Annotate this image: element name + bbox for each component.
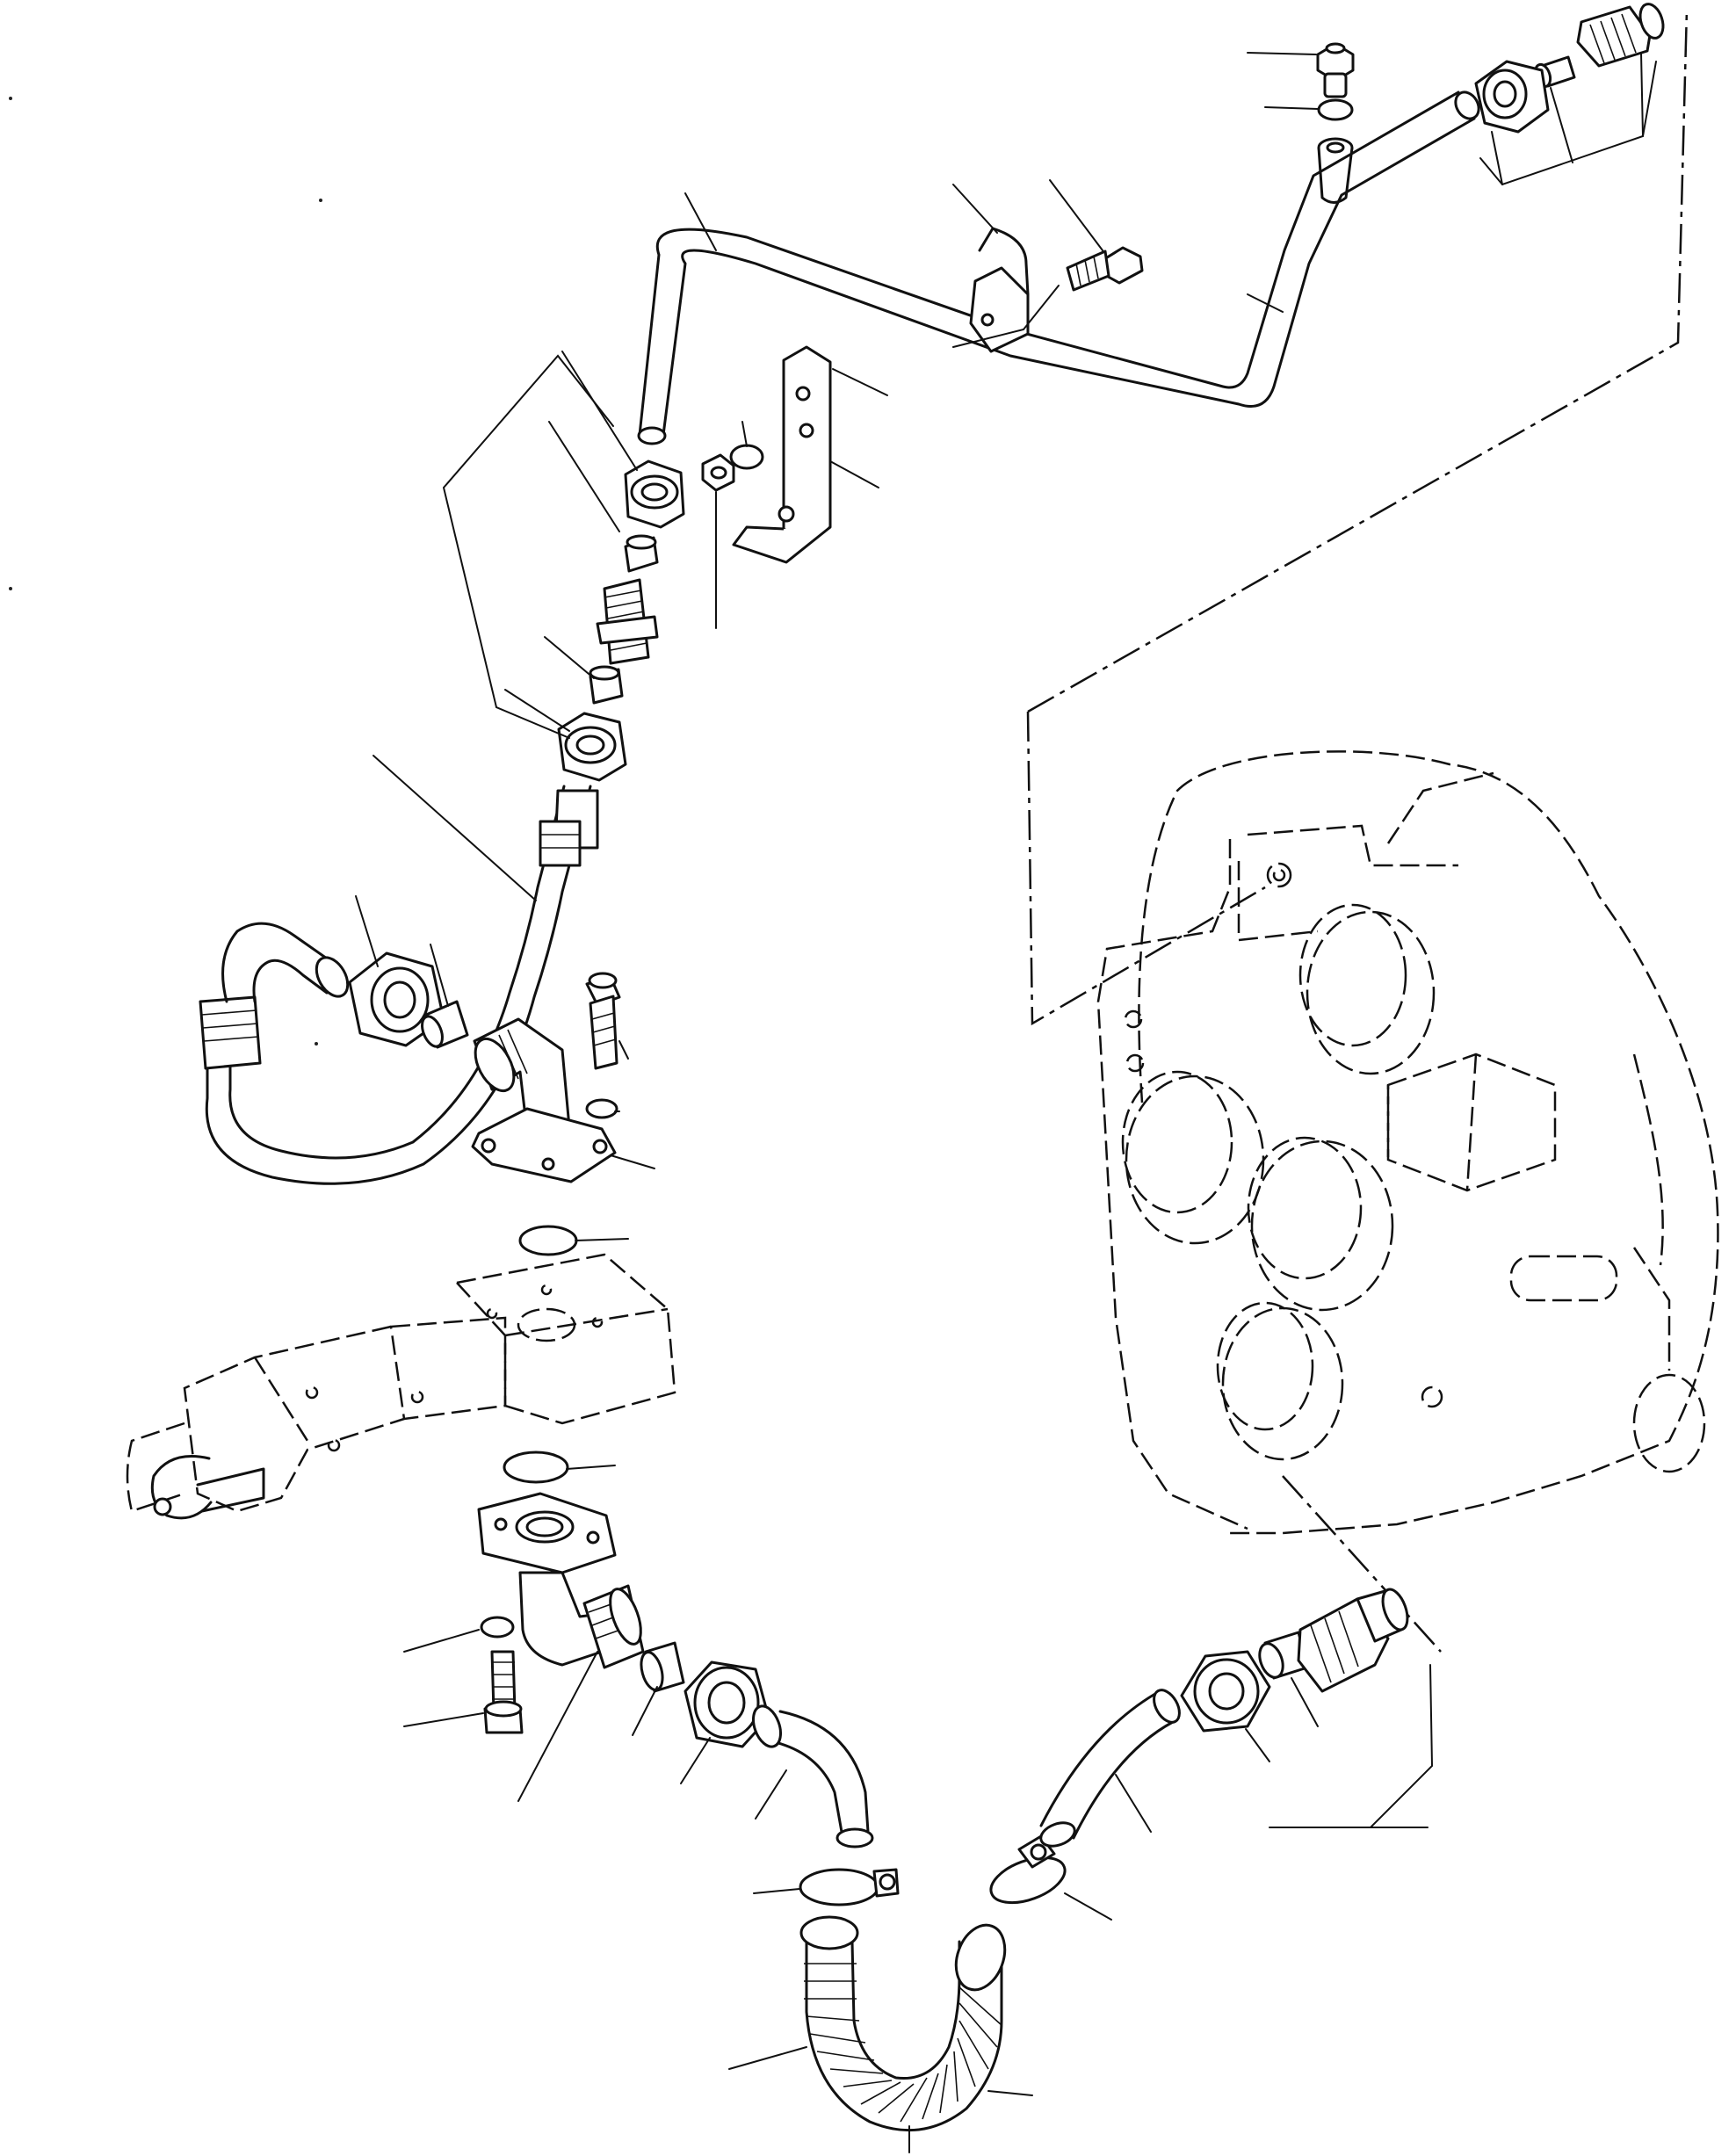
callout-leader [1115, 1774, 1152, 1833]
callout-leader [575, 1238, 629, 1241]
callout-leader [517, 1651, 598, 1802]
callout-leader [680, 1737, 711, 1784]
callout-leader [684, 192, 717, 251]
callout-leader [355, 895, 379, 967]
callout-leader [504, 689, 570, 732]
hydraulic-tube-icon [1039, 1689, 1181, 1848]
scan-speck [319, 199, 322, 202]
hose-clamp-icon [989, 1834, 1067, 1905]
callout-leader [618, 1040, 629, 1060]
elbow-flange-icon [477, 1492, 645, 1669]
callout-leader [1269, 1664, 1434, 1828]
callout-leader [728, 2046, 807, 2070]
callout-leader [753, 1888, 800, 1894]
corrugated-hose-icon [799, 1915, 1007, 2132]
callout-leader-lines [355, 52, 1657, 2153]
hose-clamp-icon [799, 1868, 900, 1906]
callout-leader [1264, 106, 1319, 110]
callout-leader [610, 1154, 655, 1169]
sealing-washer-icon [729, 444, 764, 470]
tube-nut-icon [348, 951, 445, 1047]
o-ring-icon [518, 1225, 578, 1256]
scan-speck [315, 1042, 318, 1045]
support-bracket-icon [732, 345, 832, 564]
callout-leader [544, 636, 595, 679]
tube-nut-icon [557, 712, 627, 782]
tube-nut-icon [624, 459, 685, 529]
callout-leader [561, 351, 638, 471]
hydraulic-tube-icon [637, 90, 1480, 445]
callout-leader [987, 2090, 1033, 2096]
callout-leader [741, 421, 748, 447]
tube-nut-icon [684, 1660, 770, 1748]
callout-leader [829, 460, 879, 488]
callout-leader [832, 368, 888, 396]
callout-leader [1491, 52, 1644, 185]
phantom-connection-lines [1026, 8, 1689, 1653]
cap-screw-icon [483, 1650, 524, 1734]
callout-leader [548, 421, 620, 532]
tube-clamp-icon [969, 227, 1030, 353]
hydraulic-tube-icon [751, 1704, 874, 1849]
callout-leader [1247, 293, 1284, 313]
straight-fitting-icon [1576, 3, 1665, 68]
elbow-flange-icon [471, 1017, 617, 1183]
callout-leader [1247, 52, 1317, 55]
hydraulic-pump-icon [126, 1253, 676, 1520]
callout-leader [430, 944, 449, 1007]
cap-screw-icon [1066, 246, 1144, 292]
sealing-washer-icon [1317, 98, 1354, 121]
tube-tee-icon [1317, 137, 1354, 204]
banjo-bolt-icon [1316, 42, 1355, 98]
sealing-washer-icon [585, 1098, 618, 1119]
callout-leader [1064, 1892, 1112, 1921]
ferrule-icon [421, 1000, 469, 1049]
callout-leader [952, 285, 1060, 348]
straight-fitting-icon [1297, 1588, 1409, 1693]
callout-leader [443, 354, 614, 739]
callout-leader [403, 1629, 480, 1653]
ferrule-icon [640, 1641, 685, 1693]
callout-leader [566, 1465, 616, 1470]
callout-leader [373, 755, 537, 901]
callout-leader [1291, 1677, 1319, 1727]
ferrule-icon [1258, 1631, 1309, 1680]
callout-leader [1049, 179, 1103, 251]
sealing-washer-icon [480, 1616, 515, 1639]
tube-nut-icon [1180, 1650, 1271, 1733]
tube-nut-icon [1474, 60, 1550, 134]
lock-nut-icon [701, 453, 735, 492]
callout-leader [403, 1712, 484, 1727]
ferrule-icon [589, 665, 624, 705]
callout-leader [1245, 1728, 1270, 1762]
callout-leader [755, 1769, 787, 1820]
callout-leader [632, 1686, 658, 1736]
ferrule-icon [624, 534, 659, 573]
scan-speck [9, 587, 12, 590]
scan-speck [9, 97, 12, 100]
callout-leader [952, 184, 998, 234]
straight-fitting-icon [596, 578, 659, 665]
o-ring-icon [503, 1451, 569, 1484]
hose-assembly-icon [199, 785, 599, 1185]
cap-screw-icon [585, 972, 621, 1070]
transmission-housing-icon [1096, 750, 1719, 1535]
